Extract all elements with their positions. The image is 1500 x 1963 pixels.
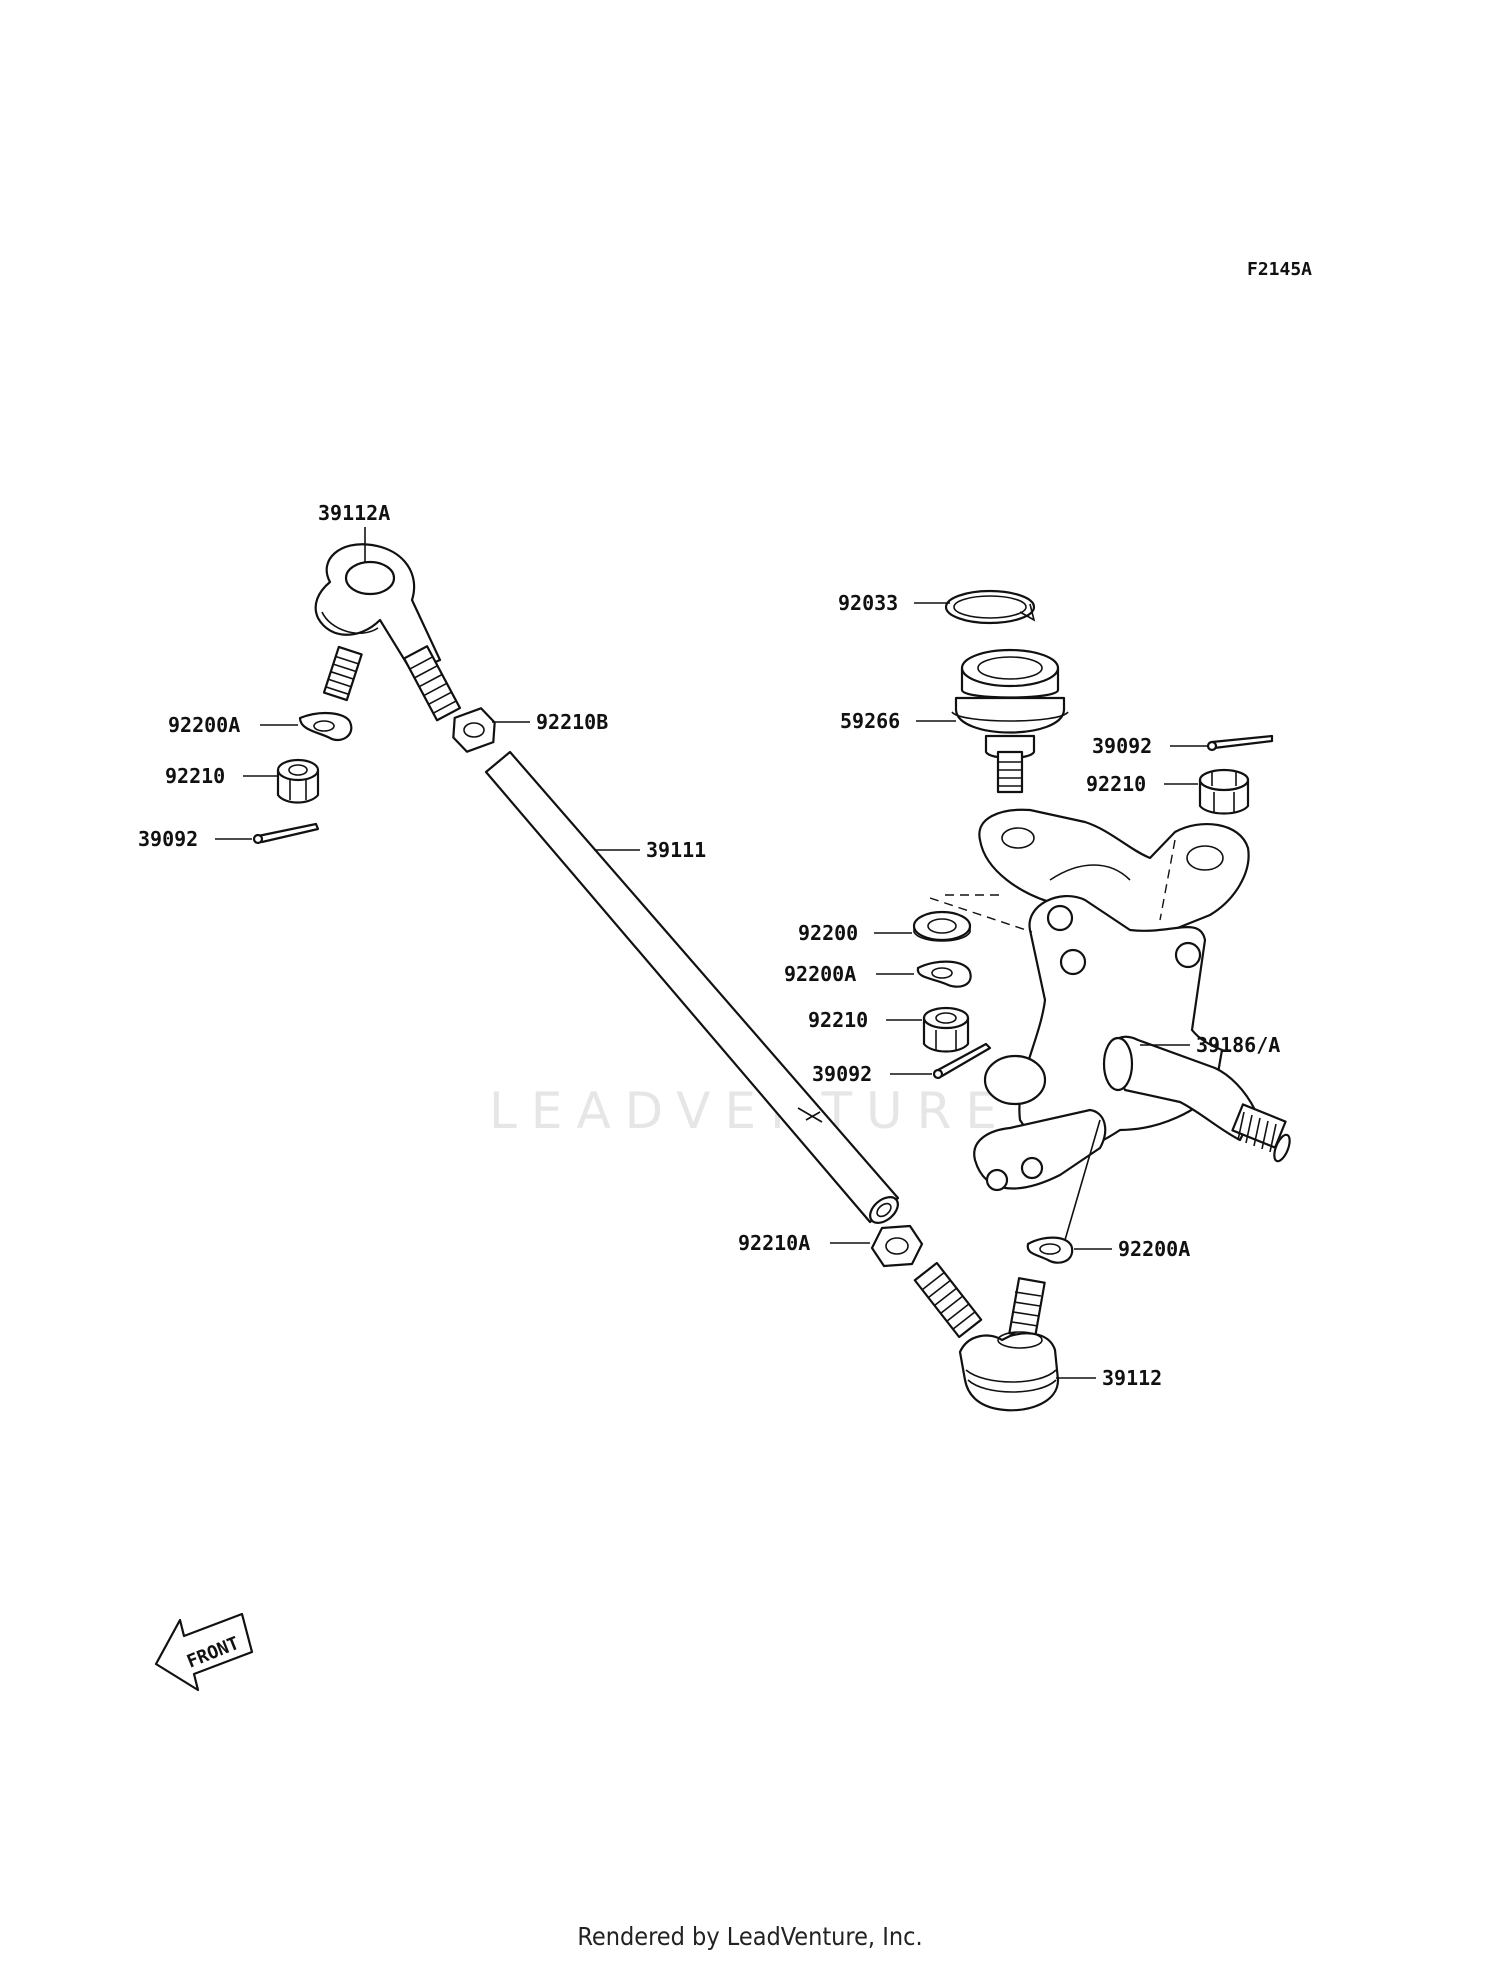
label-ball-joint: 59266 <box>840 709 900 733</box>
label-locknut-a: 92210A <box>738 1231 810 1255</box>
castle-nut-right-top-part <box>1198 768 1250 815</box>
label-washer-a-right: 92200A <box>1118 1237 1190 1261</box>
label-locknut-b: 92210B <box>536 710 608 734</box>
label-nut-left: 92210 <box>165 764 225 788</box>
diagram-code: F2145A <box>1247 259 1312 280</box>
label-knuckle: 39186/A <box>1196 1033 1280 1057</box>
ball-joint-part <box>951 648 1069 794</box>
castle-nut-mid-part <box>922 1006 970 1053</box>
label-washer-a-mid: 92200A <box>784 962 856 986</box>
label-circlip: 92033 <box>838 591 898 615</box>
label-washer-mid: 92200 <box>798 921 858 945</box>
cotter-pin-mid-part <box>932 1042 992 1080</box>
label-cotter-mid: 39092 <box>812 1062 872 1086</box>
tie-rod-end-a-part <box>314 543 462 722</box>
cotter-pin-left-part <box>252 822 320 845</box>
locknut-a-part <box>870 1224 924 1268</box>
tie-rod-part <box>484 750 900 1224</box>
label-cotter-right-top: 39092 <box>1092 734 1152 758</box>
circlip-part <box>944 589 1036 625</box>
tie-rod-end-part <box>913 1261 1060 1412</box>
front-direction-arrow: FRONT <box>154 1612 254 1692</box>
steering-knuckle-part <box>973 808 1291 1192</box>
label-nut-mid: 92210 <box>808 1008 868 1032</box>
label-tie-rod-end-a: 39112A <box>318 501 390 525</box>
washer-mid-part <box>912 910 972 942</box>
label-nut-right-top: 92210 <box>1086 772 1146 796</box>
washer-a-right-part <box>1026 1236 1074 1264</box>
cotter-pin-right-top-part <box>1206 734 1274 752</box>
footer-credit: Rendered by LeadVenture, Inc. <box>577 1922 923 1951</box>
label-tie-rod: 39111 <box>646 838 706 862</box>
watermark-text: LEADVENTURE <box>489 1082 1011 1140</box>
label-cotter-left: 39092 <box>138 827 198 851</box>
washer-a-mid-part <box>916 960 972 988</box>
washer-a-left-part <box>298 712 353 742</box>
label-washer-a-left: 92200A <box>168 713 240 737</box>
castle-nut-left-part <box>276 758 320 804</box>
label-tie-rod-end: 39112 <box>1102 1366 1162 1390</box>
locknut-b-part <box>452 707 496 753</box>
